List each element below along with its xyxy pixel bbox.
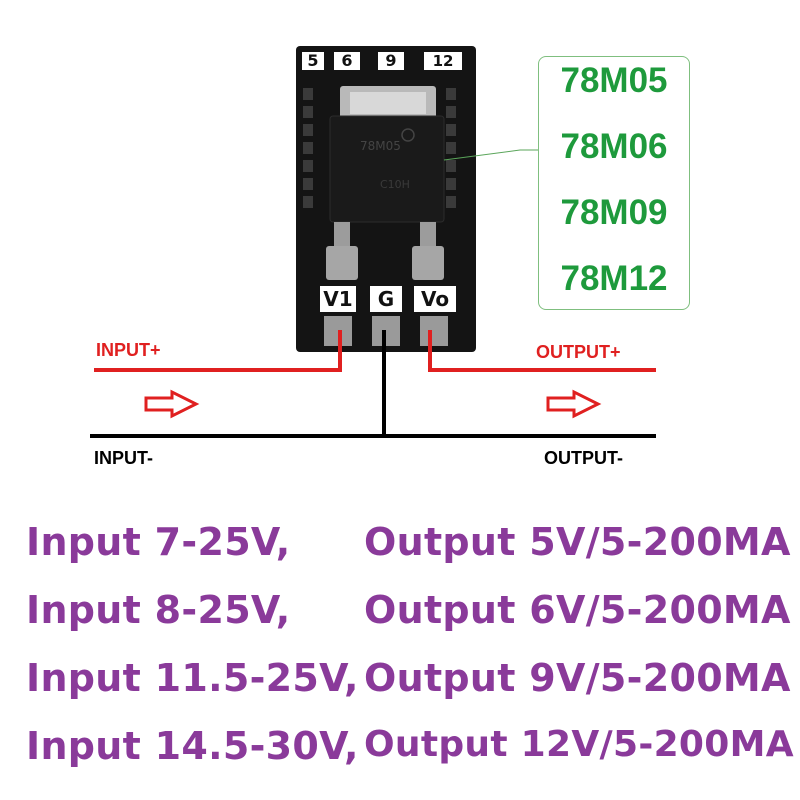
output-positive-label: OUTPUT+ [536, 342, 621, 362]
spec-output-3: Output 9V/5-200MA [364, 656, 791, 700]
pin-label-g: G [370, 286, 402, 312]
spec-output-4: Output 12V/5-200MA [364, 724, 794, 765]
model-78m09: 78M09 [560, 193, 668, 232]
spec-input-2: Input 8-25V, [26, 588, 291, 632]
regulator-leg-out [420, 222, 436, 252]
pin-pad-vo [420, 316, 448, 346]
spec-output-1: Output 5V/5-200MA [364, 520, 791, 564]
model-list: 78M05 78M06 78M09 78M12 [538, 56, 690, 310]
output-positive-wire [428, 330, 656, 372]
jumper-pads [303, 88, 456, 208]
right-arrow-icon [144, 389, 200, 419]
silk-label-9: 9 [378, 52, 404, 70]
pin-label-vo: Vo [414, 286, 456, 312]
spec-output-2: Output 6V/5-200MA [364, 588, 791, 632]
spec-input-4: Input 14.5-30V, [26, 724, 359, 768]
silk-label-12: 12 [424, 52, 462, 70]
pin-label-v1: V1 [320, 286, 356, 312]
spec-input-3: Input 11.5-25V, [26, 656, 359, 700]
regulator-leg-in [334, 222, 350, 252]
model-78m06: 78M06 [560, 127, 668, 166]
spec-input-1: Input 7-25V, [26, 520, 291, 564]
input-positive-wire [94, 330, 342, 372]
svg-text:C10H: C10H [380, 178, 410, 191]
model-78m12: 78M12 [560, 259, 668, 298]
svg-text:78M05: 78M05 [360, 139, 401, 153]
model-78m05: 78M05 [560, 61, 668, 100]
silk-label-5: 5 [302, 52, 324, 70]
right-arrow-icon [546, 389, 602, 419]
model-leader-line [443, 149, 540, 161]
input-positive-label: INPUT+ [96, 340, 161, 360]
output-negative-label: OUTPUT- [544, 448, 623, 468]
regulator-chip [329, 115, 445, 223]
input-negative-label: INPUT- [94, 448, 154, 468]
silk-label-6: 6 [334, 52, 360, 70]
